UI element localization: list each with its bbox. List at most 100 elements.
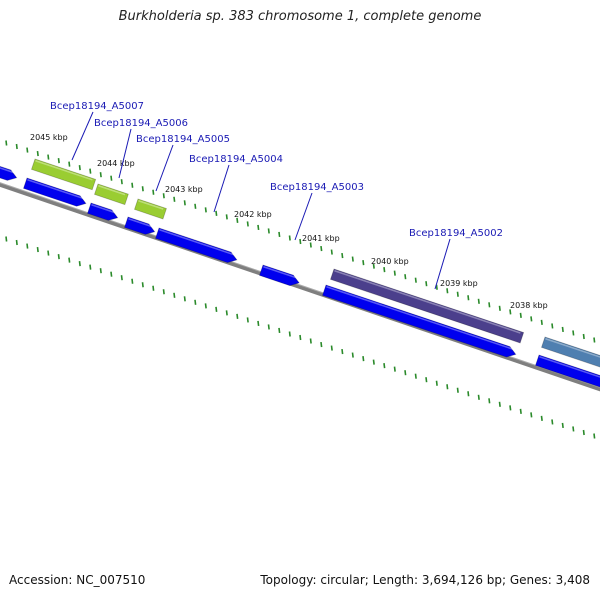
- outer-tick-mark: [183, 200, 186, 206]
- inner-tick-mark: [246, 317, 249, 323]
- scale-tick-label: 2038 kbp: [510, 301, 548, 310]
- outer-tick-mark: [57, 158, 60, 164]
- inner-tick-mark: [162, 289, 165, 295]
- inner-tick-mark: [320, 341, 323, 348]
- cds-arrow: [123, 216, 156, 235]
- outer-tick-mark: [78, 165, 81, 171]
- gene-name-label: Bcep18194_A5006: [94, 118, 188, 129]
- inner-tick-mark: [36, 246, 39, 253]
- backbone-line: [0, 182, 600, 392]
- outer-tick-mark: [404, 274, 407, 280]
- inner-tick-mark: [435, 380, 438, 386]
- inner-tick-mark: [204, 303, 207, 309]
- outer-tick-mark: [498, 305, 501, 311]
- gene-name-label: Bcep18194_A5005: [136, 134, 230, 145]
- outer-tick-mark: [288, 235, 291, 241]
- outer-tick-mark: [152, 189, 155, 195]
- inner-tick-mark: [267, 324, 270, 330]
- outer-tick-mark: [414, 277, 417, 283]
- cds-arrow: [0, 162, 18, 181]
- outer-tick-mark: [330, 249, 333, 255]
- gene-name-label: Bcep18194_A5004: [189, 154, 283, 165]
- inner-tick-mark: [5, 236, 8, 242]
- outer-tick-mark: [99, 172, 102, 178]
- inner-tick-mark: [561, 422, 564, 429]
- outer-tick-mark: [131, 182, 134, 188]
- gene-name-label: Bcep18194_A5002: [409, 228, 503, 239]
- inner-tick-mark: [362, 356, 365, 362]
- outer-tick-mark: [215, 210, 218, 216]
- inner-tick-mark: [446, 384, 449, 390]
- inner-tick-mark: [498, 401, 501, 407]
- inner-tick-mark: [47, 250, 50, 256]
- outer-tick-mark: [89, 168, 92, 174]
- cds-arrow: [258, 264, 300, 287]
- inner-tick-mark: [278, 327, 281, 334]
- inner-tick-mark: [194, 299, 197, 305]
- outer-tick-mark: [47, 154, 50, 160]
- inner-tick-mark: [110, 271, 113, 277]
- inner-tick-mark: [225, 310, 228, 316]
- scale-tick-label: 2039 kbp: [440, 279, 478, 288]
- inner-tick-mark: [393, 366, 396, 372]
- feature-track: [0, 158, 600, 392]
- outer-tick-mark: [278, 231, 281, 238]
- inner-tick-mark: [26, 243, 29, 249]
- outer-tick-mark: [593, 337, 596, 343]
- outer-tick-mark: [68, 161, 71, 167]
- outer-tick-mark: [204, 207, 207, 213]
- cds-arrow: [321, 284, 517, 358]
- outer-tick-mark: [425, 281, 428, 287]
- gene-label-leader: [155, 144, 174, 192]
- gene-label-leader: [71, 111, 94, 161]
- inner-tick-mark: [572, 426, 575, 432]
- gene-block-green: [30, 158, 97, 191]
- outer-tick-mark: [519, 312, 522, 318]
- scale-tick-label: 2045 kbp: [30, 133, 68, 142]
- outer-tick-mark: [530, 316, 533, 322]
- scale-tick-label: 2043 kbp: [165, 185, 203, 194]
- cds-arrow: [22, 177, 87, 207]
- outer-tick-mark: [236, 217, 239, 223]
- outer-tick-mark: [162, 193, 165, 199]
- inner-tick-mark: [68, 257, 71, 263]
- scale-tick-label: 2044 kbp: [97, 159, 135, 168]
- inner-tick-mark: [540, 415, 543, 421]
- gene-block-steelblue: [540, 336, 600, 371]
- outer-tick-mark: [173, 196, 176, 202]
- inner-tick-mark: [89, 264, 92, 270]
- map-title: Burkholderia sp. 383 chromosome 1, compl…: [118, 9, 482, 24]
- inner-tick-mark: [57, 254, 60, 260]
- outer-tick-mark: [309, 242, 312, 248]
- cds-arrow: [86, 202, 119, 221]
- inner-tick-mark: [257, 320, 260, 327]
- outer-tick-mark: [267, 228, 270, 234]
- outer-tick-mark: [572, 330, 575, 336]
- outer-tick-mark: [488, 302, 491, 308]
- inner-tick-mark: [299, 334, 302, 341]
- gene-label-leader: [213, 164, 230, 213]
- outer-tick-mark: [456, 291, 459, 297]
- outer-tick-mark: [435, 284, 438, 290]
- inner-tick-mark: [467, 391, 470, 397]
- outer-tick-mark: [477, 298, 480, 304]
- outer-tick-mark: [26, 147, 29, 153]
- outer-tick-mark: [257, 224, 260, 231]
- outer-tick-mark: [225, 214, 228, 220]
- inner-tick-mark: [519, 408, 522, 414]
- inner-tick-mark: [15, 239, 18, 246]
- inner-tick-mark: [456, 387, 459, 393]
- cds-arrow: [154, 227, 238, 263]
- inner-tick-mark: [509, 405, 512, 411]
- outer-tick-mark: [372, 263, 375, 269]
- inner-tick-mark: [309, 338, 312, 344]
- gene-block-green: [133, 198, 167, 220]
- inner-tick-mark: [383, 363, 386, 369]
- inner-tick-mark: [530, 412, 533, 418]
- outer-tick-mark: [194, 203, 197, 209]
- inner-tick-mark: [215, 306, 218, 312]
- scale-tick-label: 2040 kbp: [371, 257, 409, 266]
- inner-tick-mark: [488, 398, 491, 404]
- inner-tick-ring: [5, 236, 596, 439]
